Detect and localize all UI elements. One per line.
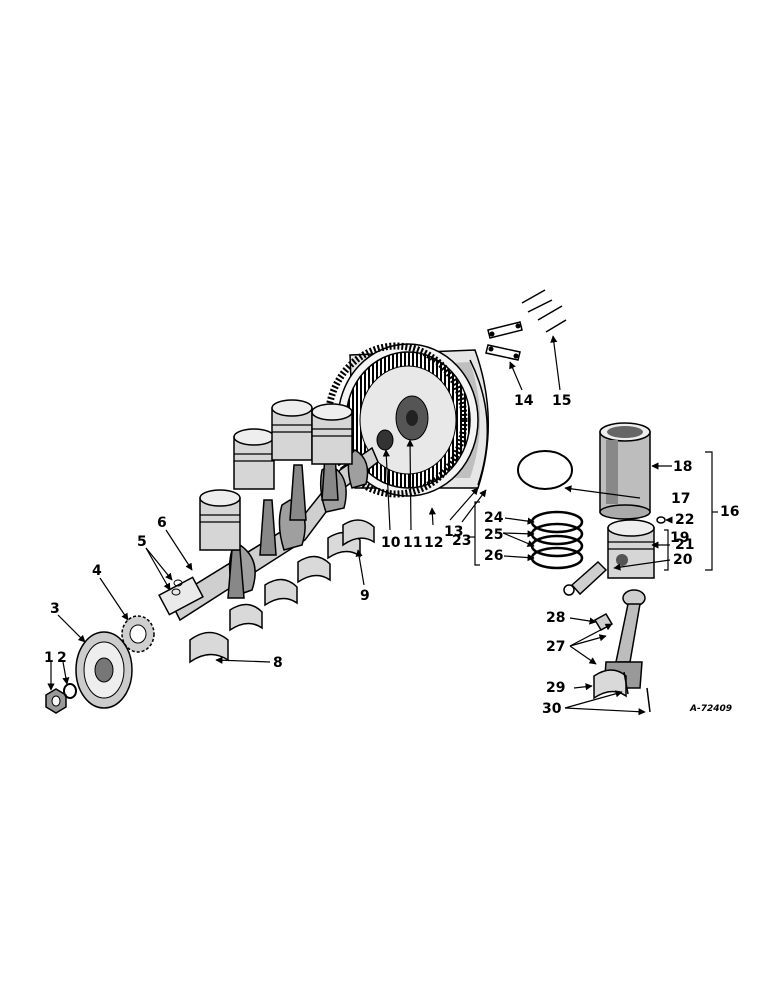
callout-labels: 1 2 3 4 5 6 8 9 10 11 12 13 14 15 16 17 … <box>44 393 739 717</box>
callout-26: 26 <box>484 548 503 564</box>
callout-19: 19 <box>670 530 689 546</box>
figure-number: A-72409 <box>689 704 732 714</box>
callout-27: 27 <box>546 639 565 655</box>
callout-24: 24 <box>484 510 504 526</box>
callout-23: 23 <box>452 533 471 549</box>
sleeve-packing-ring <box>517 450 573 490</box>
callout-22: 22 <box>675 512 694 528</box>
callout-2: 2 <box>57 650 67 666</box>
callout-20: 20 <box>673 552 693 568</box>
woodruff-keys <box>171 579 183 596</box>
pin-retainer <box>656 516 666 524</box>
crankshaft-pulley <box>75 631 133 709</box>
callout-18: 18 <box>673 459 692 475</box>
crankshaft-gear <box>121 615 155 653</box>
callout-5: 5 <box>137 534 147 550</box>
callout-14: 14 <box>514 393 534 409</box>
cylinder-sleeve <box>599 422 651 520</box>
callout-29: 29 <box>546 680 565 696</box>
callout-16: 16 <box>720 504 739 520</box>
callout-30: 30 <box>542 701 562 717</box>
callout-15: 15 <box>552 393 571 409</box>
callout-1: 1 <box>44 650 54 666</box>
lock-plates <box>485 321 523 361</box>
callout-21: 21 <box>675 537 694 553</box>
flywheel-bolts <box>521 289 567 333</box>
pistons-assembled <box>199 399 353 599</box>
callout-8: 8 <box>273 655 283 671</box>
callout-11: 11 <box>403 535 422 551</box>
crankshaft-nut <box>45 688 67 714</box>
piston-rings <box>530 510 584 570</box>
lock-washer <box>63 683 77 699</box>
leader-lines <box>47 335 718 716</box>
piston-pin-bushing <box>593 612 614 632</box>
callout-13: 13 <box>444 524 463 540</box>
piston <box>607 519 655 579</box>
callout-12: 12 <box>424 535 443 551</box>
callout-28: 28 <box>546 610 565 626</box>
piston-pin <box>563 560 608 596</box>
callout-6: 6 <box>157 515 167 531</box>
callout-9: 9 <box>360 588 370 604</box>
callout-17: 17 <box>671 491 690 507</box>
ring-gear <box>324 342 468 498</box>
callout-10: 10 <box>381 535 401 551</box>
callout-25: 25 <box>484 527 503 543</box>
callout-3: 3 <box>50 601 60 617</box>
callout-4: 4 <box>92 563 102 579</box>
rod-bolts <box>623 671 651 713</box>
dowel-pin <box>376 429 394 451</box>
rod-bearing <box>593 669 627 700</box>
